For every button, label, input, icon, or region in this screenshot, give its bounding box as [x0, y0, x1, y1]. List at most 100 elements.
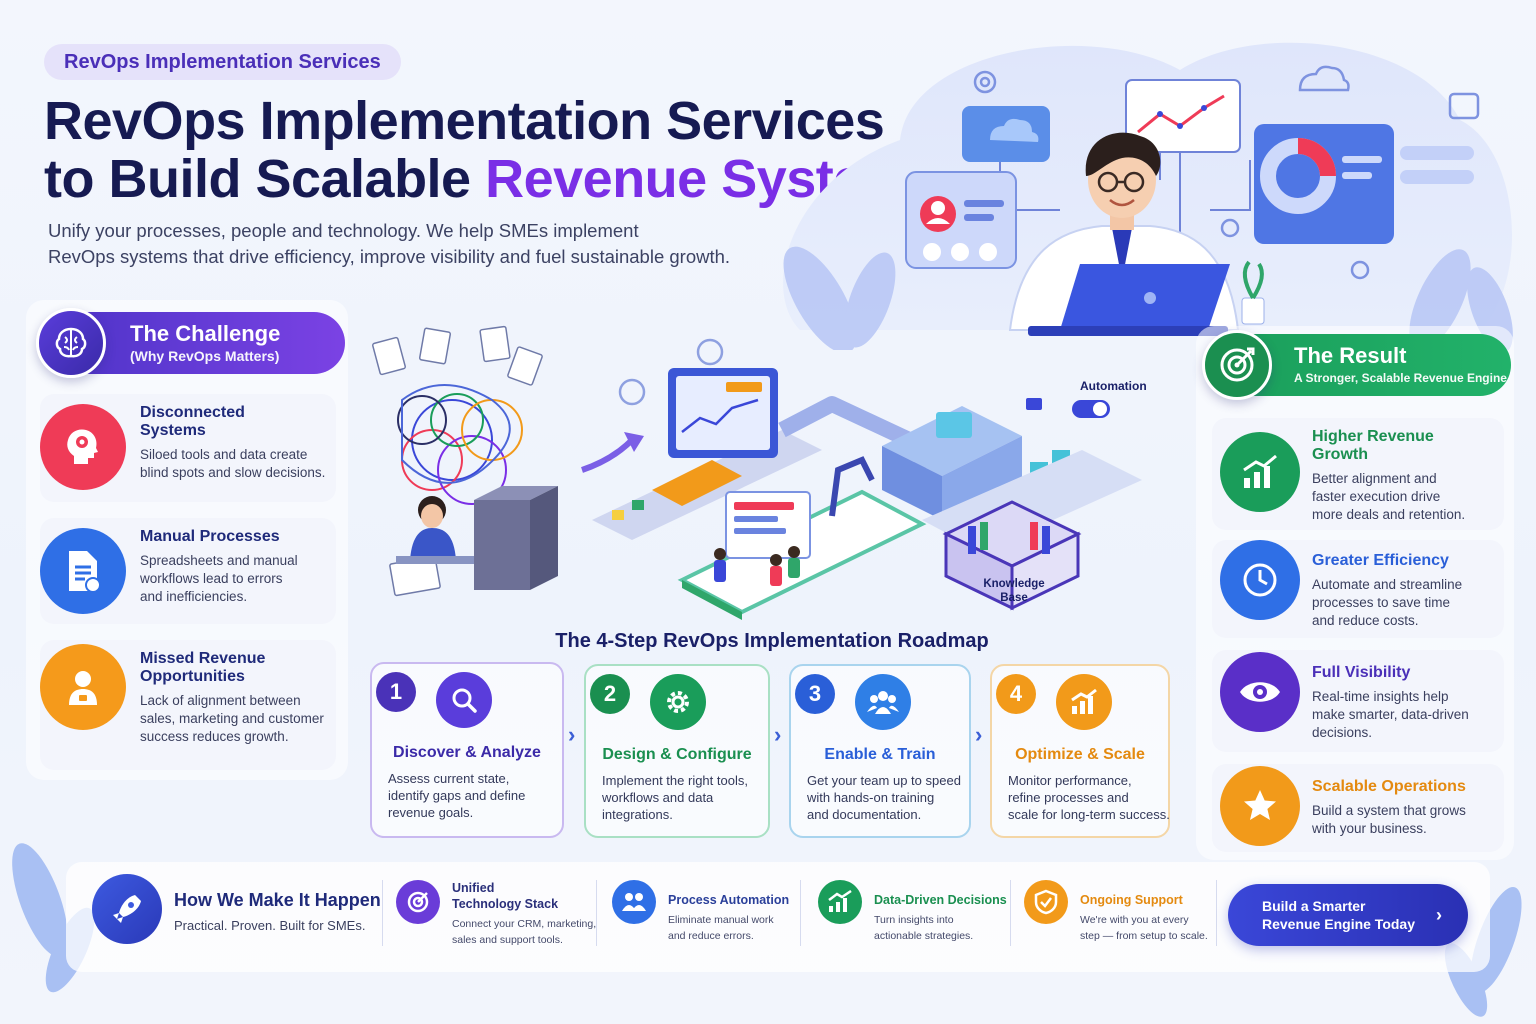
hero-illustration	[783, 42, 1513, 350]
feature-desc-3a: Turn insights into	[874, 914, 954, 926]
feature-title-3: Data-Driven Decisions	[874, 893, 1007, 907]
challenge-desc-3b: sales, marketing and customer	[140, 711, 324, 726]
challenge-title-3b: Opportunities	[140, 668, 245, 685]
target-icon	[1202, 330, 1272, 400]
feature-desc-2b: and reduce errors.	[668, 930, 754, 942]
head-gear-icon	[40, 404, 126, 490]
step-desc-2c: integrations.	[602, 807, 673, 822]
feature-title-2: Process Automation	[668, 893, 790, 907]
rocket-icon	[92, 874, 162, 944]
feature-desc-2a: Eliminate manual work	[668, 914, 774, 926]
result-desc-3a: Real-time insights help	[1312, 689, 1449, 704]
divider	[1010, 880, 1011, 946]
result-title-4: Scalable Operations	[1312, 778, 1466, 795]
step-desc-2b: workflows and data	[602, 790, 714, 805]
result-header: The Result A Stronger, Scalable Revenue …	[1202, 330, 1511, 400]
document-icon	[40, 528, 126, 614]
header-tag: RevOps Implementation Services	[44, 44, 401, 80]
step-desc-4a: Monitor performance,	[1008, 773, 1132, 788]
feature-desc-4b: step — from setup to scale.	[1080, 930, 1208, 942]
result-desc-4a: Build a system that grows	[1312, 803, 1466, 818]
step-title-2: Design & Configure	[602, 746, 752, 763]
challenge-desc-2b: workflows lead to errors	[140, 571, 283, 586]
team-icon	[855, 674, 911, 730]
step-desc-1c: revenue goals.	[388, 805, 474, 820]
chevron-right-icon: ›	[975, 722, 983, 747]
process-illustration: Automation Knowledge Base	[372, 325, 1147, 620]
knowledge-base-label-2: Base	[1000, 592, 1028, 604]
challenge-title-1a: Disconnected	[140, 404, 245, 421]
challenge-desc-2c: and inefficiencies.	[140, 589, 248, 604]
step-desc-3b: with hands-on training	[807, 790, 935, 805]
step-title-1: Discover & Analyze	[393, 744, 541, 761]
knowledge-base-label-1: Knowledge	[983, 578, 1044, 590]
challenge-title-3a: Missed Revenue	[140, 650, 266, 667]
feature-title-1a: Unified	[452, 881, 495, 895]
result-desc-2c: and reduce costs.	[1312, 613, 1419, 628]
result-desc-3b: make smarter, data-driven	[1312, 707, 1469, 722]
target-icon	[396, 880, 440, 924]
chevron-right-icon: ›	[568, 722, 576, 747]
how-title: How We Make It Happen	[174, 890, 381, 910]
step-number-4: 4	[996, 674, 1036, 714]
roadmap-step-2: 2 Design & Configure Implement the right…	[584, 664, 770, 838]
step-desc-2a: Implement the right tools,	[602, 773, 748, 788]
feature-desc-1b: sales and support tools.	[452, 934, 563, 946]
roadmap-step-1: 1 Discover & Analyze Assess current stat…	[370, 662, 564, 838]
result-desc-2b: processes to save time	[1312, 595, 1451, 610]
feature-desc-1a: Connect your CRM, marketing,	[452, 918, 597, 930]
how-subtitle: Practical. Proven. Built for SMEs.	[174, 918, 366, 933]
result-title-1a: Higher Revenue	[1312, 428, 1434, 445]
eye-icon	[1220, 652, 1300, 732]
result-desc-3c: decisions.	[1312, 725, 1373, 740]
challenge-card-manual: Manual Processes Spreadsheets and manual…	[40, 518, 336, 624]
growth-chart-icon	[1220, 432, 1300, 512]
challenge-desc-3c: success reduces growth.	[140, 729, 289, 744]
title-line-1: RevOps Implementation Services	[44, 91, 885, 151]
automation-label: Automation	[1080, 379, 1147, 393]
challenge-title-1b: Systems	[140, 422, 206, 439]
result-card-scalable: Scalable Operations Build a system that …	[1212, 764, 1504, 852]
result-title: The Result	[1294, 343, 1407, 368]
chevron-right-icon: ›	[1436, 904, 1442, 925]
gear-icon	[650, 674, 706, 730]
roadmap-step-4: 4 Optimize & Scale Monitor performance, r…	[990, 664, 1170, 838]
cta-label-2: Revenue Engine Today	[1262, 916, 1415, 932]
chevron-right-icon: ›	[774, 722, 782, 747]
growth-chart-icon	[818, 880, 862, 924]
brain-icon	[36, 308, 106, 378]
challenge-desc-1b: blind spots and slow decisions.	[140, 465, 326, 480]
step-desc-3a: Get your team up to speed	[807, 773, 961, 788]
result-title-2: Greater Efficiency	[1312, 552, 1449, 569]
subtitle-line-2: RevOps systems that drive efficiency, im…	[48, 246, 731, 267]
result-desc-1c: more deals and retention.	[1312, 507, 1466, 522]
roadmap-title: The 4-Step RevOps Implementation Roadmap	[555, 630, 989, 652]
feature-desc-3b: actionable strategies.	[874, 930, 974, 942]
feature-data-driven: Data-Driven Decisions Turn insights into…	[818, 880, 1007, 944]
divider	[800, 880, 801, 946]
step-desc-1a: Assess current state,	[388, 771, 510, 786]
search-icon	[436, 672, 492, 728]
feature-process-automation: Process Automation Eliminate manual work…	[612, 880, 789, 944]
step-title-4: Optimize & Scale	[1015, 746, 1145, 763]
result-title-1b: Growth	[1312, 446, 1368, 463]
result-desc-4b: with your business.	[1312, 821, 1427, 836]
step-desc-4b: refine processes and	[1008, 790, 1129, 805]
step-number-2: 2	[590, 674, 630, 714]
divider	[596, 880, 597, 946]
result-title-3: Full Visibility	[1312, 664, 1411, 681]
person-badge-icon	[40, 644, 126, 730]
result-desc-1b: faster execution drive	[1312, 489, 1441, 504]
challenge-desc-2a: Spreadsheets and manual	[140, 553, 298, 568]
roadmap-step-3: 3 Enable & Train Get your team up to spe…	[789, 664, 971, 838]
subtitle-line-1: Unify your processes, people and technol…	[48, 220, 639, 241]
chart-up-icon	[1056, 674, 1112, 730]
star-icon	[1220, 766, 1300, 846]
step-desc-1b: identify gaps and define	[388, 788, 526, 803]
